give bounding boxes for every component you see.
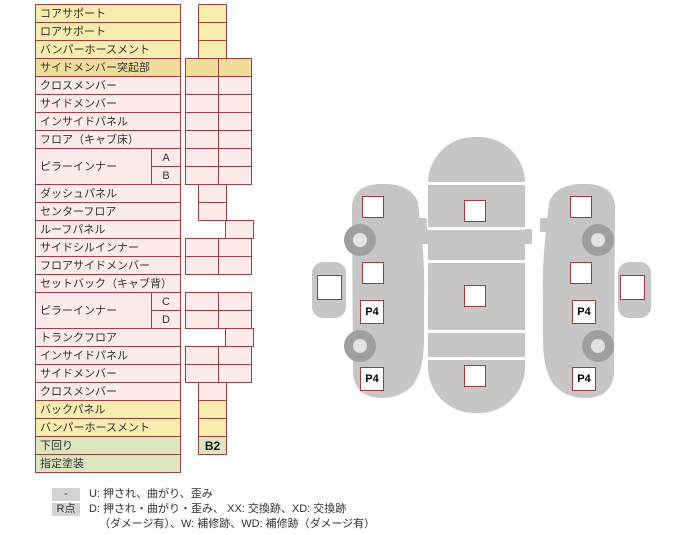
part-label: インサイドパネル	[35, 112, 181, 131]
legend-desc-d: D: 押され・曲がり・歪み、 XX: 交換跡、XD: 交換跡	[89, 503, 347, 515]
part-label: サイドメンバー	[35, 94, 181, 113]
left-front-door-marker	[362, 262, 384, 284]
part-label: クロスメンバー	[35, 76, 181, 95]
part-label: ルーフパネル	[35, 220, 181, 239]
part-label: ロアサポート	[35, 22, 181, 41]
damage-cell	[185, 310, 219, 329]
part-label: セットバック（キャブ背）	[35, 274, 181, 293]
damage-cell	[218, 148, 252, 167]
center-roof-marker	[464, 285, 486, 307]
damage-cell	[198, 40, 227, 59]
damage-cell	[185, 166, 219, 185]
part-label: センターフロア	[35, 202, 181, 221]
right-rear-door-marker: P4	[572, 300, 596, 324]
damage-cell	[198, 4, 227, 23]
part-label: クロスメンバー	[35, 382, 181, 401]
legend-desc-cont: （ダメージ有）、W: 補修跡、WD: 補修跡（ダメージ有）	[99, 518, 376, 530]
legend-line-cont: （ダメージ有）、W: 補修跡、WD: 補修跡（ダメージ有）	[52, 518, 375, 531]
part-label: フロアサイドメンバー	[35, 256, 181, 275]
center-front-marker	[464, 200, 486, 222]
right-mirror-icon	[524, 229, 532, 244]
damage-cell	[198, 184, 227, 203]
damage-cell	[218, 292, 252, 311]
center-rear-marker	[464, 365, 486, 387]
left-side-car	[344, 183, 427, 398]
damage-cell	[225, 220, 254, 239]
damage-cell	[225, 328, 254, 347]
left-door-mirror-icon	[419, 218, 427, 232]
damage-cell	[218, 166, 252, 185]
damage-cell	[185, 364, 219, 383]
damage-cell	[185, 238, 219, 257]
right-side-car	[540, 183, 615, 398]
damage-cell	[185, 94, 219, 113]
damage-cell	[185, 58, 219, 77]
car-silhouettes	[312, 137, 651, 413]
part-label: バンパーホースメント	[35, 418, 181, 437]
damage-cell	[218, 256, 252, 275]
damage-cell	[218, 130, 252, 149]
legend-key-empty	[52, 518, 80, 531]
right-front-fender-marker	[570, 196, 592, 218]
legend-desc-u: U: 押され、曲がり、歪み	[89, 488, 213, 500]
damage-cell	[198, 22, 227, 41]
parts-damage-table: コアサポートロアサポートバンパーホースメントサイドメンバー突起部クロスメンバーサ…	[35, 4, 257, 474]
damage-cell	[218, 94, 252, 113]
legend-key-dash: -	[52, 488, 80, 501]
damage-cell	[198, 418, 227, 437]
damage-cell	[185, 256, 219, 275]
part-label: コアサポート	[35, 4, 181, 23]
part-label: ダッシュパネル	[35, 184, 181, 203]
part-sub-label: C	[151, 292, 181, 311]
part-label: 下回り	[35, 436, 181, 455]
right-front-door-marker	[570, 262, 592, 284]
left-front-fender-marker	[362, 196, 384, 218]
part-label: ピラーインナー	[35, 148, 152, 185]
part-label: 指定塗装	[35, 454, 181, 473]
damage-cell	[185, 148, 219, 167]
legend-key-rten: R点	[52, 503, 80, 516]
damage-cell	[218, 364, 252, 383]
damage-cell: B2	[198, 436, 227, 455]
part-label: サイドメンバー	[35, 364, 181, 383]
part-label: フロア（キャブ床）	[35, 130, 181, 149]
damage-cell	[185, 292, 219, 311]
damage-cell	[185, 346, 219, 365]
damage-cell	[218, 310, 252, 329]
damage-cell	[218, 76, 252, 95]
damage-cell	[218, 58, 252, 77]
part-label: バンパーホースメント	[35, 40, 181, 59]
left-rear-fender-marker: P4	[360, 367, 384, 391]
part-label: サイドメンバー突起部	[35, 58, 181, 77]
damage-cell	[185, 130, 219, 149]
left-rear-door-marker: P4	[360, 300, 384, 324]
damage-cell	[218, 238, 252, 257]
part-label: バックパネル	[35, 400, 181, 419]
part-label: ピラーインナー	[35, 292, 152, 329]
damage-cell	[185, 76, 219, 95]
part-sub-label: B	[151, 166, 181, 185]
part-label: インサイドパネル	[35, 346, 181, 365]
damage-cell	[198, 382, 227, 401]
left-mirror-icon	[421, 229, 429, 244]
legend: - U: 押され、曲がり、歪み R点 D: 押され・曲がり・歪み、 XX: 交換…	[52, 488, 375, 533]
damage-cell	[218, 112, 252, 131]
part-sub-label: D	[151, 310, 181, 329]
top-view-car	[421, 137, 532, 413]
part-sub-label: A	[151, 148, 181, 167]
part-label: サイドシルインナー	[35, 238, 181, 257]
part-label: トランクフロア	[35, 328, 181, 347]
damage-cell	[198, 202, 227, 221]
damage-cell	[185, 112, 219, 131]
legend-line-u: - U: 押され、曲がり、歪み	[52, 488, 375, 501]
damage-cell	[218, 346, 252, 365]
right-door-mirror-icon	[540, 218, 548, 232]
right-bumper-marker	[620, 275, 645, 300]
damage-cell	[198, 400, 227, 419]
right-rear-fender-marker: P4	[572, 367, 596, 391]
legend-line-rten: R点 D: 押され・曲がり・歪み、 XX: 交換跡、XD: 交換跡	[52, 503, 375, 516]
left-bumper-marker	[317, 275, 342, 300]
